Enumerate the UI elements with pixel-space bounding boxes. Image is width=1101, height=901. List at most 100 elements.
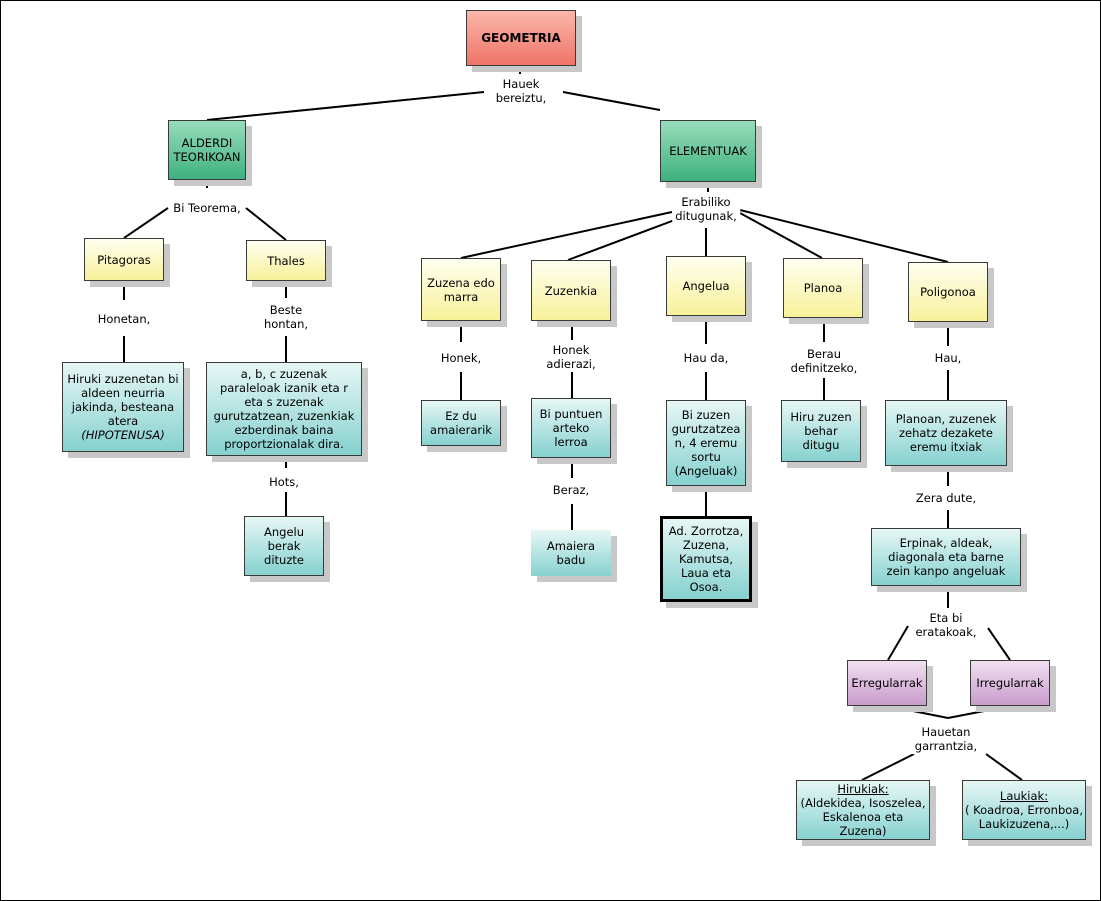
- irregularrak-text: Irregularrak: [976, 676, 1044, 690]
- bi-zuzen-line-5: (Angeluak): [674, 464, 738, 478]
- ad-line-3: Kamutsa,: [678, 552, 734, 566]
- laukiak-line-1: ( Koadroa, Erronboa,: [965, 803, 1083, 817]
- node-pitagoras-description: Hiruki zuzenetan bi aldeen neurria jakin…: [62, 362, 184, 452]
- thales-desc-line-5: ezberdinak baina: [234, 423, 334, 437]
- label-honek-adierazi-line-1: Honek: [552, 343, 590, 357]
- node-erpinak: Erpinak, aldeak, diagonala eta barne zei…: [871, 528, 1021, 586]
- angelu-berak-line-2: dituzte: [264, 553, 304, 567]
- planoan-line-2: zehatz dezakete: [898, 426, 994, 440]
- erpinak-line-1: Erpinak, aldeak,: [899, 536, 993, 550]
- node-angelu-berak: Angelu berak dituzte: [244, 516, 324, 576]
- label-honetan: Honetan,: [94, 311, 154, 327]
- label-eta-bi-eratakoak: Eta bi eratakoak,: [912, 610, 980, 640]
- node-planoan: Planoan, zuzenek zehatz dezakete eremu i…: [885, 400, 1007, 466]
- label-beste-hontan: Beste hontan,: [260, 302, 312, 332]
- erpinak-line-2: diagonala eta barne: [888, 550, 1004, 564]
- angelua-text: Angelua: [682, 279, 730, 293]
- bi-zuzen-line-3: n, 4 eremu: [674, 436, 738, 450]
- label-erabiliko-line-1: Erabiliko: [681, 195, 731, 209]
- thales-desc-line-6: proportzionalak dira.: [224, 437, 344, 451]
- hirukiak-line-1: (Aldekidea, Isoszelea,: [800, 796, 926, 810]
- label-beste-line-1: Beste: [269, 303, 303, 317]
- node-zuzenkia: Zuzenkia: [531, 260, 611, 321]
- label-honek: Honek,: [437, 350, 485, 366]
- ez-du-line-1: Ez du: [445, 409, 477, 423]
- planoan-line-3: eremu itxiak: [909, 440, 983, 454]
- hirukiak-title: Hirukiak:: [837, 782, 889, 796]
- bi-zuzen-line-2: gurutzatzea: [671, 422, 741, 436]
- hirukiak-line-3: Zuzena): [839, 824, 887, 838]
- node-angelua: Angelua: [666, 256, 746, 316]
- node-hirukiak: Hirukiak: (Aldekidea, Isoszelea, Eskalen…: [796, 780, 930, 840]
- node-bi-puntuen: Bi puntuen arteko lerroa: [531, 398, 611, 458]
- node-zuzena-edo-marra: Zuzena edo marra: [421, 258, 501, 321]
- node-thales: Thales: [246, 240, 326, 281]
- thales-desc-line-4: gurutzatzean, zuzenkiak: [213, 409, 355, 423]
- label-hauek-bereiztu: Hauek bereiztu,: [492, 76, 550, 106]
- erpinak-line-3: zein kanpo angeluak: [886, 564, 1006, 578]
- node-alderdi-line-1: ALDERDI: [181, 136, 233, 150]
- zuzena-line-1: Zuzena edo: [427, 275, 495, 290]
- amaiera-badu-line-1: Amaiera: [546, 539, 596, 553]
- label-bi-teorema: Bi Teorema,: [170, 200, 244, 216]
- node-bi-zuzen: Bi zuzen gurutzatzea n, 4 eremu sortu (A…: [666, 400, 746, 486]
- label-erabiliko-line-2: ditugunak,: [675, 209, 737, 223]
- node-thales-text: Thales: [267, 253, 305, 268]
- node-pitagoras-text: Pitagoras: [97, 252, 151, 267]
- thales-desc-line-2: paraleloak izanik eta r: [219, 381, 349, 395]
- hiru-zuzen-line-1: Hiru zuzen: [790, 410, 852, 424]
- amaiera-badu-line-2: badu: [556, 553, 586, 567]
- label-hauek-line-2: bereiztu,: [495, 91, 547, 105]
- ad-line-2: Zuzena,: [682, 538, 730, 552]
- hiru-zuzen-line-2: behar: [804, 424, 838, 438]
- node-erregularrak: Erregularrak: [847, 660, 927, 706]
- node-irregularrak: Irregularrak: [970, 660, 1050, 706]
- node-alderdi-teorikoan: ALDERDI TEORIKOAN: [168, 120, 246, 180]
- label-zera-dute: Zera dute,: [912, 490, 980, 506]
- label-honek-adierazi: Honek adierazi,: [543, 342, 599, 372]
- pitagoras-desc-hipotenusa: (HIPOTENUSA): [81, 428, 165, 442]
- label-hauetan-garrantzia: Hauetan garrantzia,: [911, 724, 981, 754]
- angelu-berak-line-1: Angelu berak: [263, 525, 304, 553]
- label-honek-adierazi-line-2: adierazi,: [546, 357, 596, 371]
- label-berau-definitzeko: Berau definitzeko,: [787, 346, 861, 376]
- ad-line-5: Osoa.: [689, 580, 723, 594]
- label-hau: Hau,: [931, 350, 965, 366]
- label-erabiliko: Erabiliko ditugunak,: [672, 194, 740, 224]
- laukiak-line-2: Laukizuzena,...): [978, 817, 1070, 831]
- pitagoras-desc-line-4: atera: [107, 414, 139, 428]
- zuzena-line-2: marra: [443, 289, 479, 304]
- label-hauetan-line-2: garrantzia,: [914, 739, 978, 753]
- poligonoa-text: Poligonoa: [920, 285, 976, 299]
- label-beste-line-2: hontan,: [263, 317, 309, 331]
- ez-du-line-2: amaierarik: [430, 423, 492, 437]
- node-amaiera-badu: Amaiera badu: [531, 530, 611, 576]
- label-berau-line-2: definitzeko,: [790, 361, 858, 375]
- pitagoras-desc-line-1: Hiruki zuzenetan bi: [67, 372, 179, 386]
- bi-puntuen-line-2: arteko: [552, 421, 590, 435]
- zuzenkia-text: Zuzenkia: [544, 283, 598, 298]
- bi-zuzen-line-4: sortu: [691, 450, 721, 464]
- ad-line-1: Ad. Zorrotza,: [668, 524, 744, 538]
- node-thales-description: a, b, c zuzenak paraleloak izanik eta r …: [206, 362, 362, 456]
- node-ez-du-amaierarik: Ez du amaierarik: [421, 400, 501, 446]
- label-hots: Hots,: [266, 474, 302, 490]
- node-alderdi-line-2: TEORIKOAN: [173, 150, 241, 164]
- node-hiru-zuzen: Hiru zuzen behar ditugu: [781, 400, 861, 462]
- hiru-zuzen-line-3: ditugu: [802, 438, 840, 452]
- node-poligonoa: Poligonoa: [908, 262, 988, 322]
- label-berau-line-1: Berau: [806, 347, 842, 361]
- node-ad-zorrotza: Ad. Zorrotza, Zuzena, Kamutsa, Laua eta …: [660, 516, 752, 602]
- laukiak-title: Laukiak:: [999, 789, 1049, 803]
- node-elementuak-text: ELEMENTUAK: [669, 144, 747, 158]
- label-eta-bi-line-1: Eta bi: [929, 611, 963, 625]
- bi-zuzen-line-1: Bi zuzen: [681, 408, 731, 422]
- node-laukiak: Laukiak: ( Koadroa, Erronboa, Laukizuzen…: [962, 780, 1086, 840]
- erregularrak-text: Erregularrak: [851, 676, 923, 690]
- thales-desc-line-1: a, b, c zuzenak: [240, 367, 328, 381]
- label-beraz: Beraz,: [549, 482, 593, 498]
- thales-desc-line-3: eta s zuzenak: [244, 395, 324, 409]
- node-planoa: Planoa: [783, 258, 863, 318]
- node-geometria: GEOMETRIA: [466, 10, 576, 66]
